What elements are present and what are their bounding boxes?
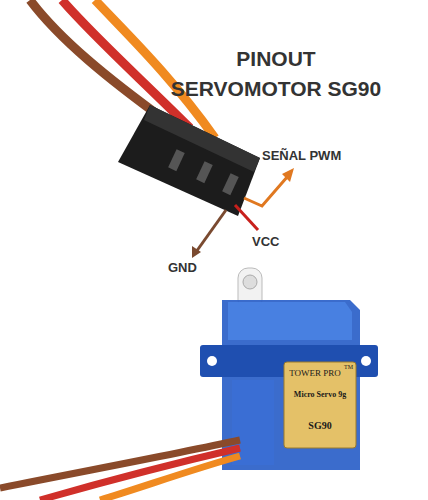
connector-top (144, 105, 260, 172)
gnd-leader (196, 210, 226, 252)
horn-shaft (243, 275, 257, 289)
servo-side (232, 380, 274, 465)
mount-hole (361, 356, 371, 366)
pin-label: VCC (252, 234, 279, 249)
gnd-arrowhead (192, 246, 201, 258)
brown-wire (30, 0, 165, 120)
connector-slot (168, 149, 185, 171)
model-number: SG90 (284, 420, 356, 431)
servo-top (228, 302, 352, 340)
pwm-leader (244, 176, 288, 206)
red-wire (62, 0, 190, 128)
pin-label: GND (168, 260, 197, 275)
mount-hole (207, 356, 217, 366)
model-text: Micro Servo 9g (284, 390, 356, 399)
servo-red-wire (40, 448, 240, 500)
servo-orange-wire (100, 456, 240, 500)
trademark: TM (344, 364, 353, 370)
pin-label: SEÑAL PWM (262, 148, 341, 163)
connector-slot (196, 161, 213, 183)
diagram-title: PINOUT SERVOMOTOR SG90 (162, 44, 390, 104)
brand-name: TOWER PRO (286, 368, 344, 378)
servo-body (222, 300, 360, 470)
connector-slot (222, 173, 239, 195)
vcc-leader (235, 205, 258, 230)
pwm-arrowhead (282, 168, 294, 182)
servo-label (284, 362, 356, 448)
connector-housing (118, 105, 260, 216)
